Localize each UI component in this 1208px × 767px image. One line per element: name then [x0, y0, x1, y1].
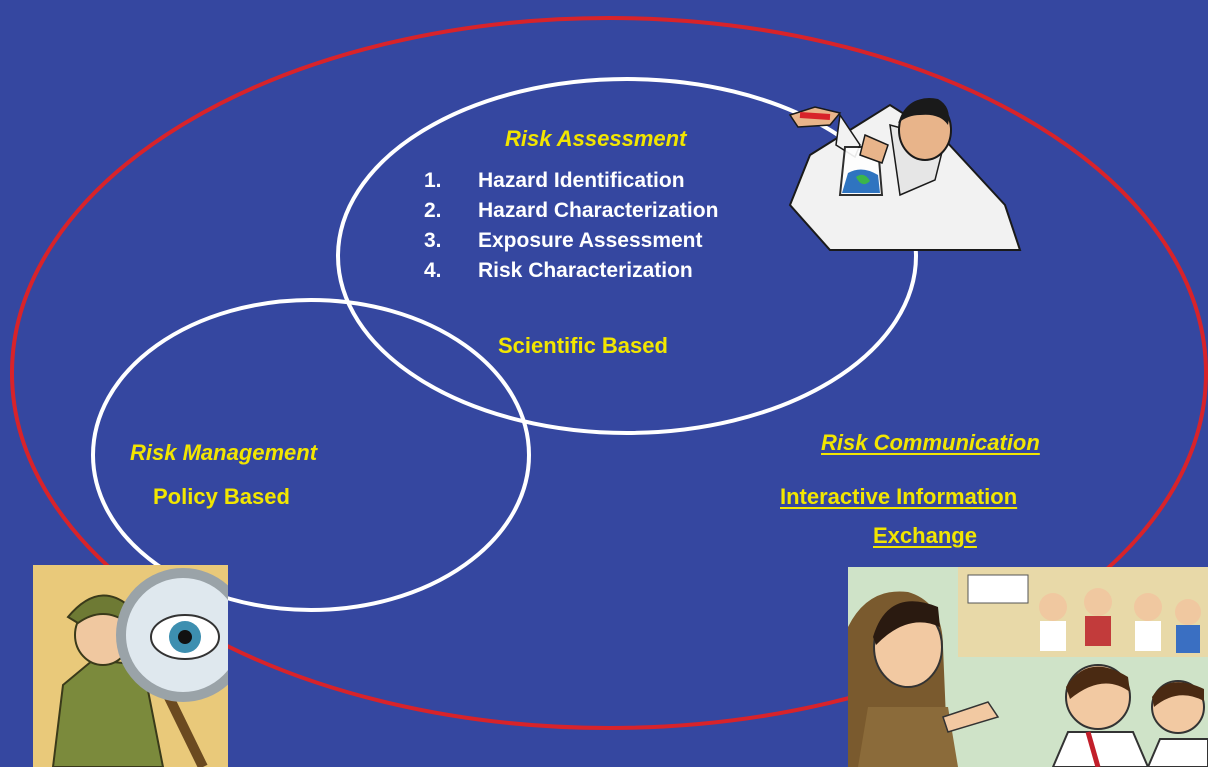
interactive-information-label: Interactive Information [780, 484, 1018, 509]
step-label: Hazard Characterization [478, 199, 719, 222]
risk-management-title: Risk Management [130, 440, 318, 465]
step-number: 3. [424, 229, 442, 252]
classroom-children-icon [848, 567, 1208, 767]
step-label: Risk Characterization [478, 259, 693, 282]
step-item: 2. Hazard Characterization [424, 196, 718, 226]
step-label: Hazard Identification [478, 169, 685, 192]
risk-assessment-title: Risk Assessment [505, 126, 687, 151]
risk-assessment-circle [336, 77, 918, 435]
step-number: 1. [424, 169, 442, 192]
risk-management-circle [91, 298, 531, 612]
exchange-label: Exchange [873, 523, 977, 548]
scientific-based-label: Scientific Based [498, 333, 668, 358]
policy-based-label: Policy Based [153, 484, 290, 509]
risk-communication-ellipse [10, 16, 1208, 730]
detective-magnifier-icon [33, 565, 228, 767]
step-label: Exposure Assessment [478, 229, 703, 252]
step-number: 4. [424, 259, 442, 282]
step-item: 1. Hazard Identification [424, 166, 718, 196]
step-item: 4. Risk Characterization [424, 256, 718, 286]
scientist-icon [788, 98, 1022, 251]
risk-assessment-steps: 1. Hazard Identification 2. Hazard Chara… [424, 166, 718, 286]
risk-communication-title: Risk Communication [821, 430, 1040, 455]
step-item: 3. Exposure Assessment [424, 226, 718, 256]
step-number: 2. [424, 199, 442, 222]
